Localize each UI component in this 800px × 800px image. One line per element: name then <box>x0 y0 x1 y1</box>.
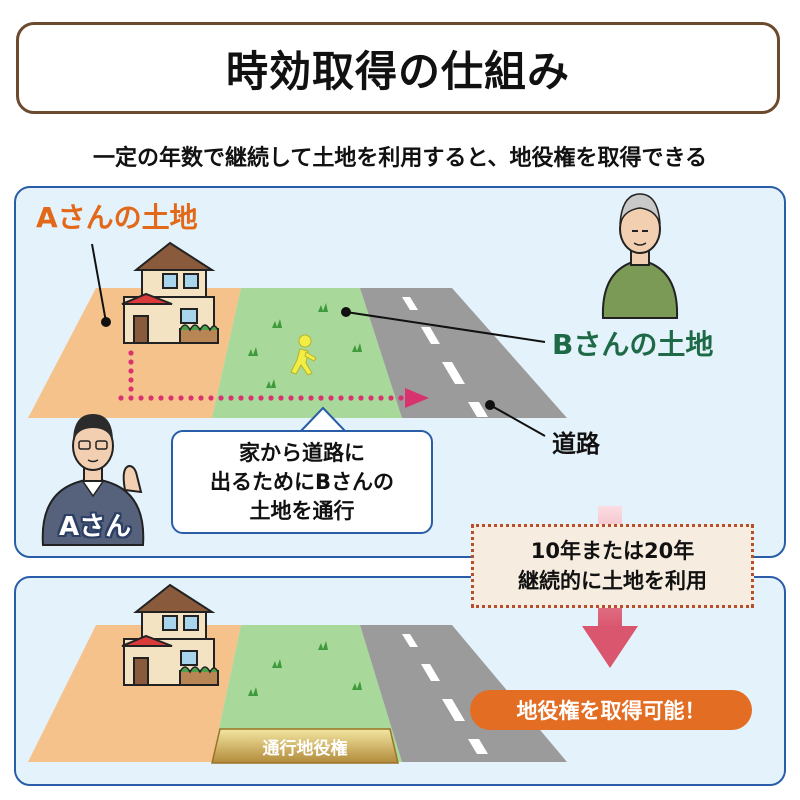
land-b-label: Bさんの土地 <box>552 328 714 361</box>
callout-line-3: 土地を通行 <box>249 498 355 523</box>
house-icon <box>121 241 219 344</box>
road-area <box>360 288 567 418</box>
callout-line-1: 家から道路に <box>239 440 365 465</box>
top-scene <box>28 241 567 437</box>
walking-figure-icon <box>290 334 317 376</box>
period-line-2: 継続的に土地を利用 <box>518 569 707 593</box>
person-b-icon <box>601 193 679 319</box>
road-label: 道路 <box>552 430 600 458</box>
grass-tufts <box>248 303 362 388</box>
result-badge: 地役権を取得可能！ <box>470 690 752 730</box>
road-dashes <box>402 297 488 417</box>
land-a-label: Aさんの土地 <box>36 201 198 234</box>
person-a-icon <box>41 414 145 546</box>
period-box: 10年または20年 継続的に土地を利用 <box>471 524 754 608</box>
person-a-label: Aさん <box>59 512 132 542</box>
house-icon-after <box>121 583 219 686</box>
path-callout: 家から道路に 出るためにBさんの 土地を通行 <box>171 430 433 534</box>
page-title: 時効取得の仕組み <box>225 46 570 96</box>
easement-strip <box>211 728 399 764</box>
title-box: 時効取得の仕組み <box>16 22 780 114</box>
period-line-1: 10年または20年 <box>530 539 695 563</box>
subtitle: 一定の年数で継続して土地を利用すると、地役権を取得できる <box>92 146 708 171</box>
travel-path <box>118 350 429 408</box>
easement-label: 通行地役権 <box>262 738 348 759</box>
land-b-area-after <box>212 625 402 762</box>
callout-line-2: 出るためにBさんの <box>209 469 394 494</box>
